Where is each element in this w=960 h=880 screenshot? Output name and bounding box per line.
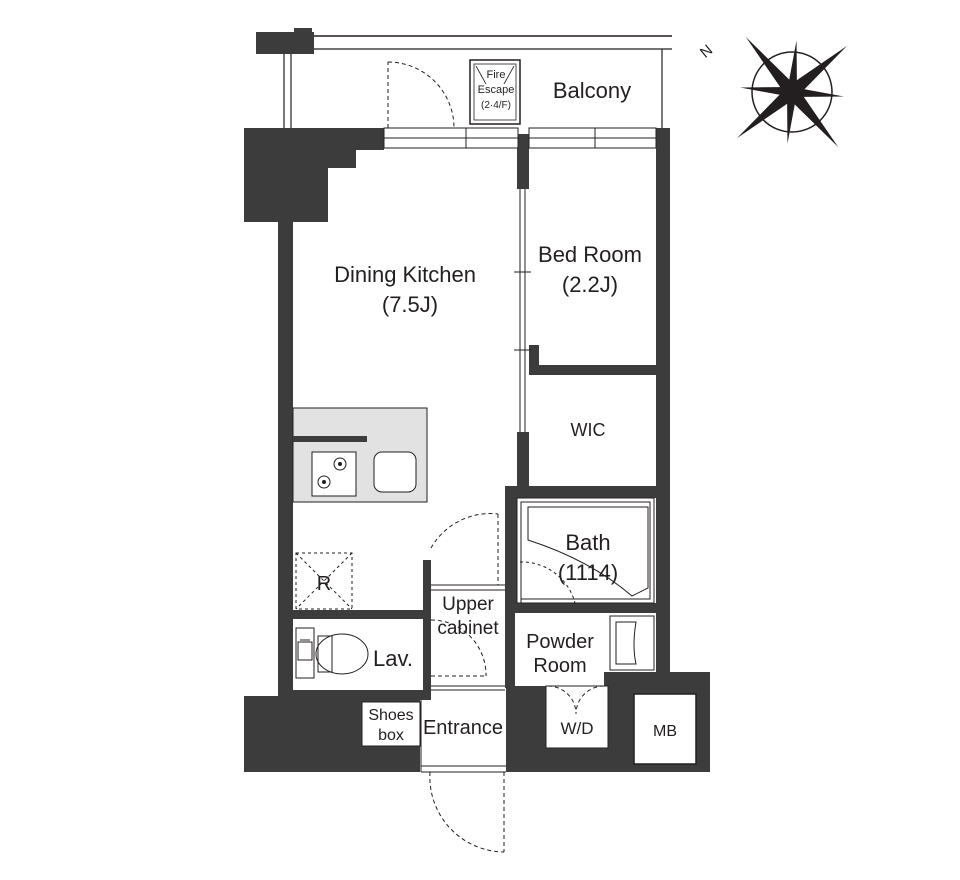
refrigerator-label: R xyxy=(317,573,331,595)
entrance-step xyxy=(421,765,506,773)
washer-dryer-label: W/D xyxy=(560,719,593,738)
fire-escape-label-2: Escape xyxy=(478,84,515,96)
fire-escape-label-1: Fire xyxy=(487,69,506,81)
shoes-box xyxy=(361,701,421,747)
compass-rose-icon xyxy=(736,36,848,148)
dining-kitchen-size: (7.5J) xyxy=(382,292,438,317)
door-swings xyxy=(429,513,605,853)
bath-door-swing xyxy=(519,561,576,604)
sliding-door-bed xyxy=(514,189,531,432)
shoes-box-label-1: Shoes xyxy=(368,707,413,724)
bathtub xyxy=(516,497,655,604)
upper-cabinet-frame xyxy=(431,584,505,691)
windows xyxy=(383,127,657,149)
washer-dryer-room xyxy=(545,685,609,749)
balcony-railing xyxy=(256,28,672,128)
kitchen-counter xyxy=(292,407,428,503)
upper-cabinet-label-1: Upper xyxy=(442,594,494,615)
burner-icon xyxy=(317,475,331,489)
sink-icon xyxy=(373,451,417,493)
entrance-label: Entrance xyxy=(423,717,503,739)
meter-box-label: MB xyxy=(653,723,677,740)
wic-label: WIC xyxy=(571,420,606,440)
bed-room-size: (2.2J) xyxy=(562,272,618,297)
vanity xyxy=(609,615,655,671)
dining-kitchen-label: Dining Kitchen xyxy=(334,262,476,287)
fire-escape-hatch xyxy=(469,59,521,125)
bath-label: Bath xyxy=(565,530,610,555)
balcony-label: Balcony xyxy=(553,78,631,103)
refrigerator xyxy=(295,552,353,610)
shoes-box-label-2: box xyxy=(378,727,404,744)
lav-label: Lav. xyxy=(373,646,413,671)
upper-cabinet-label-2: cabinet xyxy=(437,618,499,639)
bath-size: (1114) xyxy=(558,560,618,585)
burner-icon xyxy=(333,457,347,471)
powder-room-label-2: Room xyxy=(533,655,586,677)
balcony-door-swing xyxy=(387,61,455,129)
fire-escape-label-3: (2·4/F) xyxy=(481,100,511,111)
meter-box-room xyxy=(633,693,697,765)
toilet xyxy=(295,627,369,679)
bed-room-label: Bed Room xyxy=(538,242,642,267)
compass-north-label: N xyxy=(697,42,716,62)
entrance-room xyxy=(421,700,506,772)
powder-room-label-1: Powder xyxy=(526,631,594,653)
